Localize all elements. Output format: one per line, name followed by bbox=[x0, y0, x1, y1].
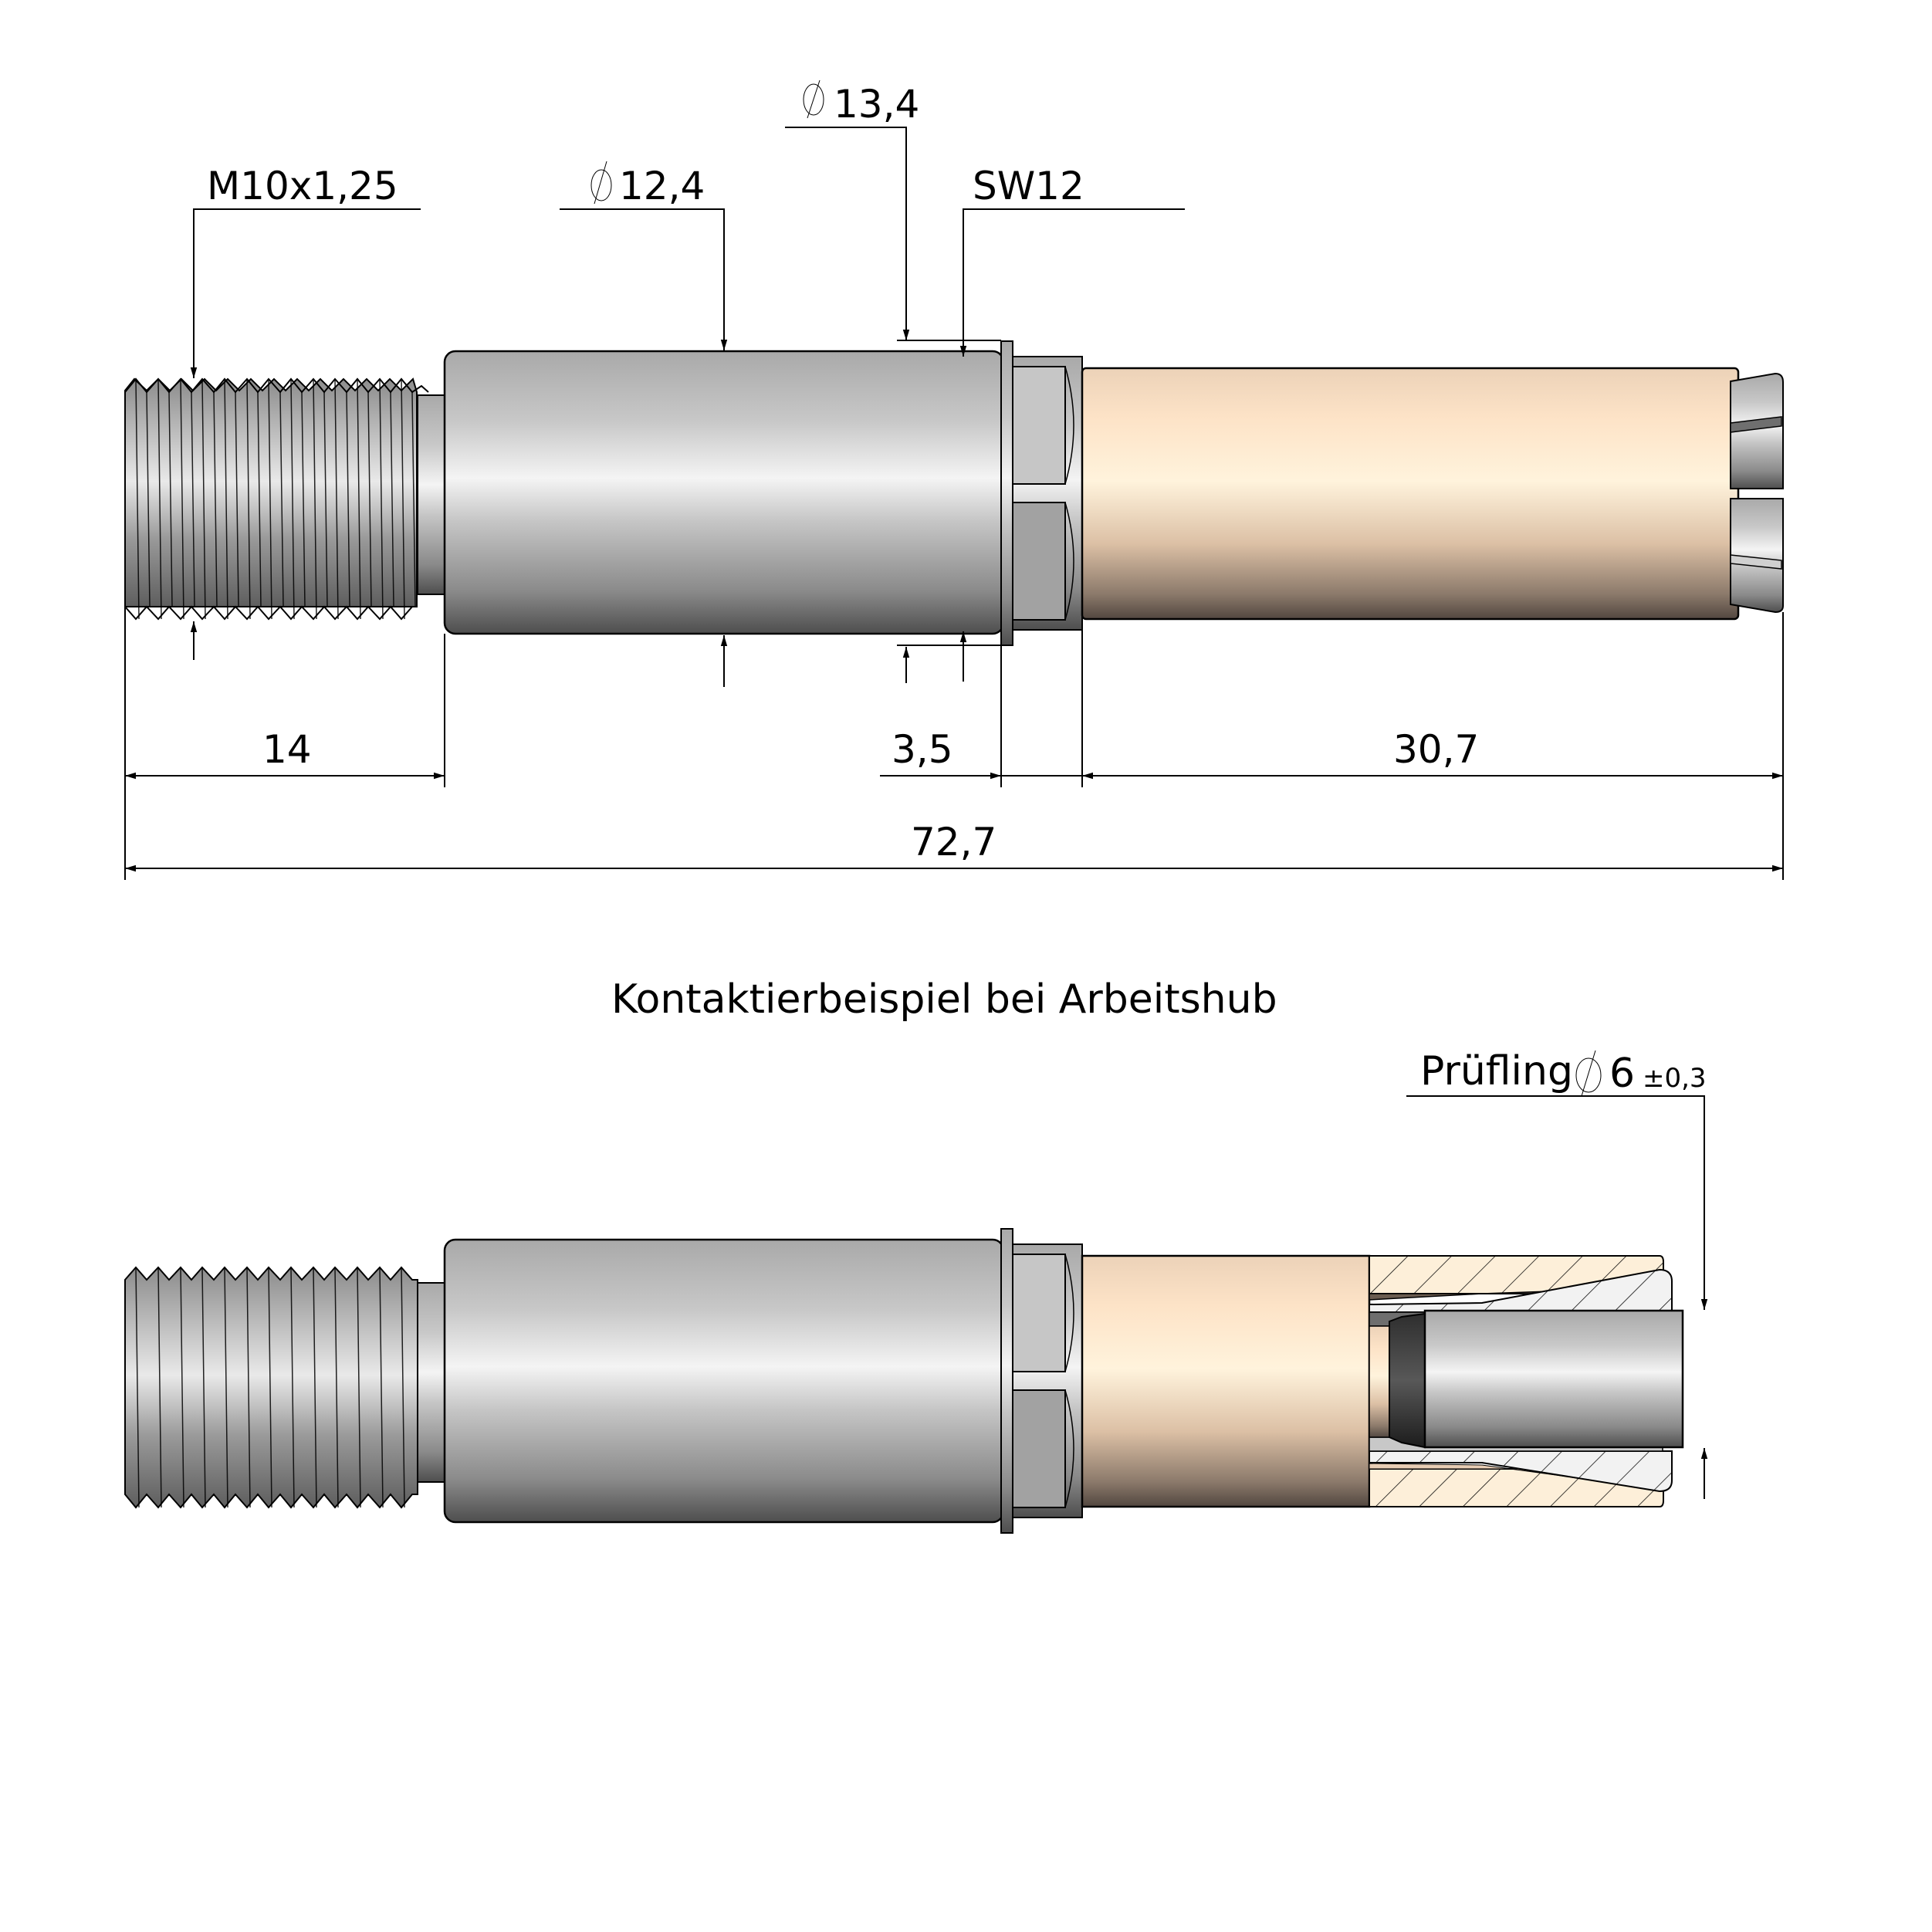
specimen-label: Prüfling bbox=[1420, 1048, 1573, 1095]
flange bbox=[1000, 340, 1013, 646]
callout-thread: M10x1,25 bbox=[171, 164, 421, 660]
main-body bbox=[443, 350, 1005, 635]
dim-30-7-label: 30,7 bbox=[1393, 727, 1479, 772]
brass-sleeve bbox=[1081, 367, 1740, 621]
contact-crown-tip bbox=[1730, 372, 1784, 614]
callout-specimen: Prüfling 6 ±0,3 bbox=[1406, 1048, 1708, 1499]
dim-sleeve-length: 30,7 bbox=[1082, 727, 1783, 780]
section-title: Kontaktierbeispiel bei Arbeitshub bbox=[611, 976, 1277, 1023]
specimen-rod bbox=[1423, 1309, 1684, 1449]
hex-nut bbox=[1012, 1243, 1083, 1518]
dia-flange-label: 13,4 bbox=[834, 82, 919, 127]
thread-section bbox=[124, 377, 429, 621]
dim-3-5-label: 3,5 bbox=[892, 727, 953, 772]
specimen-dia-label: 6 bbox=[1609, 1051, 1635, 1097]
callout-dia-body: 12,4 bbox=[560, 161, 728, 687]
dim-flange-width: 3,5 bbox=[880, 727, 1082, 780]
callout-wrench-size: SW12 bbox=[959, 164, 1185, 682]
top-view-probe bbox=[124, 340, 1784, 646]
flange bbox=[1000, 1228, 1013, 1534]
main-body bbox=[443, 1238, 1005, 1524]
diameter-icon bbox=[590, 161, 612, 205]
undercut-neck bbox=[417, 1282, 445, 1483]
brass-sleeve bbox=[1081, 1254, 1371, 1508]
undercut-neck bbox=[417, 394, 445, 595]
dim-14-label: 14 bbox=[262, 727, 312, 772]
dia-body-label: 12,4 bbox=[619, 164, 705, 208]
hex-nut bbox=[1012, 356, 1083, 631]
sectioned-sleeve bbox=[1369, 1255, 1673, 1507]
dim-overall-length: 72,7 bbox=[125, 820, 1783, 872]
specimen-tolerance-label: ±0,3 bbox=[1643, 1063, 1707, 1094]
dim-72-7-label: 72,7 bbox=[911, 820, 996, 864]
wrench-size-label: SW12 bbox=[973, 164, 1084, 208]
diameter-icon bbox=[803, 80, 824, 119]
diameter-icon bbox=[1575, 1050, 1602, 1097]
extension-lines bbox=[124, 607, 1784, 880]
thread-spec-label: M10x1,25 bbox=[207, 164, 398, 208]
callout-dia-flange: 13,4 bbox=[785, 80, 1001, 683]
bottom-view-probe bbox=[124, 1228, 1684, 1534]
thread-section bbox=[124, 1266, 418, 1509]
dim-thread-length: 14 bbox=[125, 727, 445, 780]
